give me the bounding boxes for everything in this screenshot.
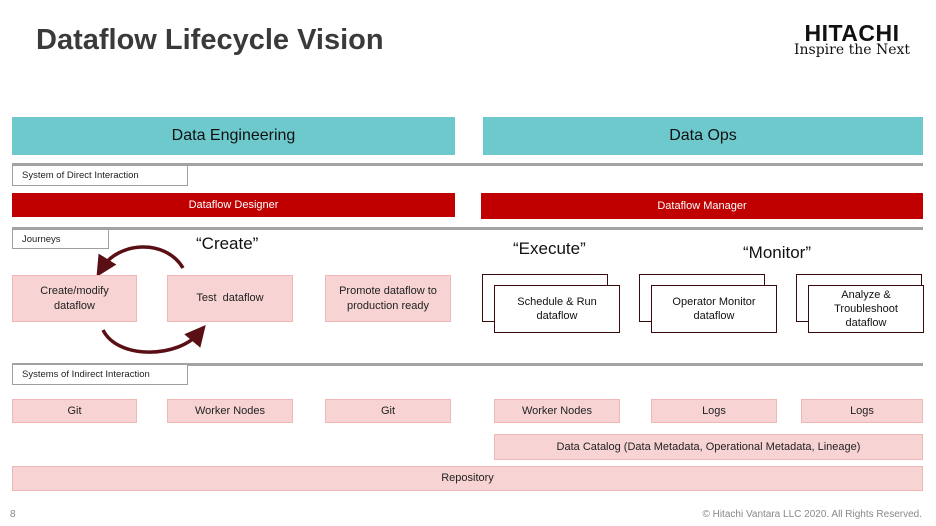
cycle-arrow-bottom — [101, 324, 206, 354]
system-git-1-label: Git — [67, 404, 82, 417]
journeys-tag: Journeys — [12, 229, 109, 249]
journeys-label: Journeys — [22, 233, 61, 245]
dataflow-designer-label: Dataflow Designer — [188, 199, 279, 211]
journey-analyze: Analyze & Troubleshoot dataflow — [808, 285, 924, 333]
data-ops-label: Data Ops — [669, 127, 737, 144]
system-worker-nodes-2: Worker Nodes — [494, 399, 620, 423]
journey-promote-label: Promote dataflow to production ready — [339, 284, 437, 312]
direct-interaction-label: System of Direct Interaction — [22, 170, 139, 181]
data-engineering-label: Data Engineering — [171, 127, 296, 144]
repository-label: Repository — [441, 472, 494, 485]
divider-direct — [12, 163, 923, 166]
system-git-1: Git — [12, 399, 137, 423]
divider-journeys — [12, 227, 923, 230]
page-number: 8 — [10, 509, 16, 520]
system-logs-1-label: Logs — [702, 404, 726, 417]
journey-promote: Promote dataflow to production ready — [325, 275, 451, 322]
monitor-quote: “Monitor” — [743, 243, 812, 262]
dataflow-manager-bar: Dataflow Manager — [481, 193, 923, 219]
page-title: Dataflow Lifecycle Vision — [36, 24, 384, 56]
journey-schedule-label: Schedule & Run dataflow — [517, 295, 597, 322]
data-engineering-band: Data Engineering — [12, 117, 455, 155]
system-worker-nodes-1: Worker Nodes — [167, 399, 293, 423]
system-logs-2: Logs — [801, 399, 923, 423]
system-git-2: Git — [325, 399, 451, 423]
journey-operator-label: Operator Monitor dataflow — [672, 295, 756, 322]
journey-create-modify-label: Create/modify dataflow — [40, 284, 109, 312]
journey-create-modify: Create/modify dataflow — [12, 275, 137, 322]
data-catalog-label: Data Catalog (Data Metadata, Operational… — [556, 440, 861, 453]
repository: Repository — [12, 466, 923, 491]
indirect-interaction-label: Systems of Indirect Interaction — [22, 369, 150, 380]
system-logs-1: Logs — [651, 399, 777, 423]
journey-test: Test dataflow — [167, 275, 293, 322]
system-git-2-label: Git — [380, 404, 396, 417]
journey-analyze-label: Analyze & Troubleshoot dataflow — [834, 288, 898, 330]
data-catalog: Data Catalog (Data Metadata, Operational… — [494, 434, 923, 460]
direct-interaction-tag: System of Direct Interaction — [12, 165, 188, 186]
data-ops-band: Data Ops — [483, 117, 923, 155]
copyright: © Hitachi Vantara LLC 2020. All Rights R… — [702, 509, 922, 520]
dataflow-designer-bar: Dataflow Designer — [12, 193, 455, 217]
indirect-interaction-tag: Systems of Indirect Interaction — [12, 364, 188, 385]
journey-test-label: Test dataflow — [196, 292, 264, 305]
journey-schedule: Schedule & Run dataflow — [494, 285, 620, 333]
system-logs-2-label: Logs — [850, 404, 874, 417]
system-worker-nodes-1-label: Worker Nodes — [194, 404, 266, 417]
dataflow-manager-label: Dataflow Manager — [657, 200, 747, 212]
cycle-arrow-top — [96, 245, 185, 277]
execute-quote: “Execute” — [513, 239, 586, 258]
journey-operator-monitor: Operator Monitor dataflow — [651, 285, 777, 333]
divider-indirect — [12, 363, 923, 366]
logo-tagline: Inspire the Next — [793, 42, 911, 58]
create-quote: “Create” — [196, 234, 259, 253]
system-worker-nodes-2-label: Worker Nodes — [521, 404, 593, 417]
hitachi-logo: HITACHI — [804, 20, 900, 46]
